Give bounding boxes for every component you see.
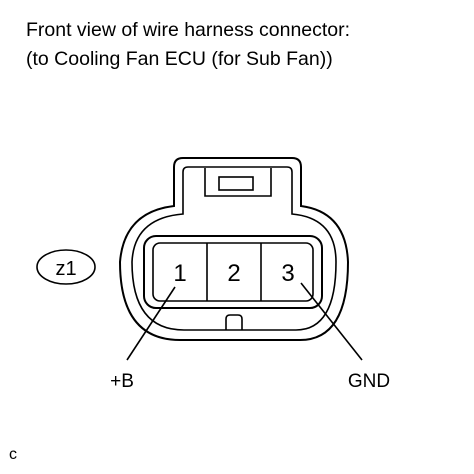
pin-1-signal-label: +B xyxy=(110,371,134,392)
leader-line-pin-1 xyxy=(126,286,176,361)
caption-line-2: (to Cooling Fan ECU (for Sub Fan)) xyxy=(26,48,333,70)
pin-1-number: 1 xyxy=(173,260,186,287)
pin-2-number: 2 xyxy=(227,260,240,287)
terminal-cavity-block-outer xyxy=(143,235,323,309)
keyway-notch xyxy=(225,314,243,330)
pin-3-number: 3 xyxy=(281,260,294,287)
connector-code-label: z1 xyxy=(55,258,76,280)
locking-tab xyxy=(204,168,272,197)
terminal-cavity-block-inner xyxy=(152,242,314,302)
leader-line-pin-3 xyxy=(300,282,363,361)
connector-housing-inner xyxy=(131,166,337,331)
pin-3-signal-label: GND xyxy=(348,371,390,392)
caption-line-1: Front view of wire harness connector: xyxy=(26,19,351,41)
lock-latch xyxy=(218,176,254,191)
connector-housing-outer xyxy=(118,157,350,341)
diagram-caption: Front view of wire harness connector: (t… xyxy=(26,16,350,74)
corner-code: c xyxy=(9,446,17,463)
connector-code-ellipse xyxy=(36,249,96,285)
